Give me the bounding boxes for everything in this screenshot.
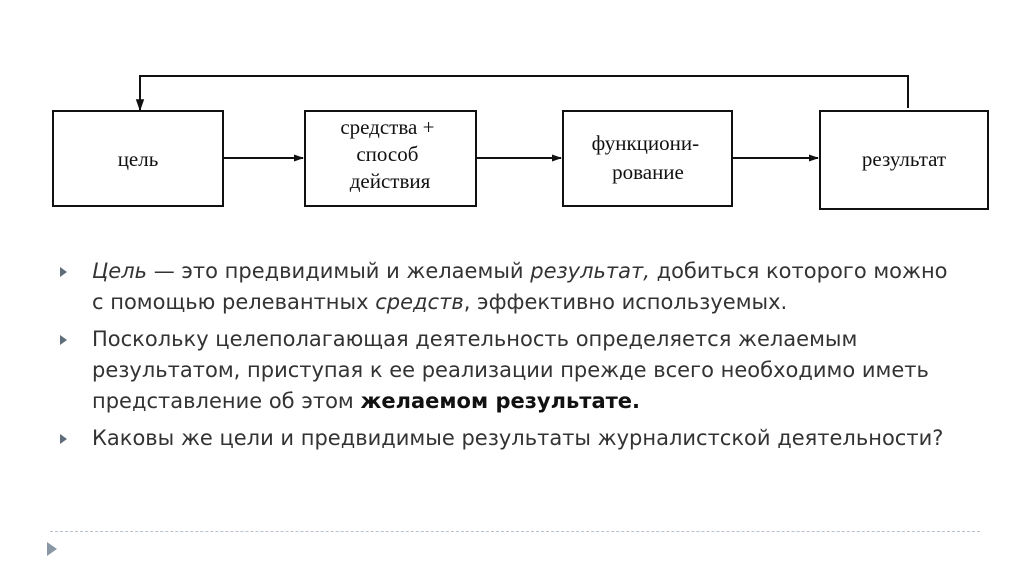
box-result-label: результат xyxy=(862,147,946,171)
bullet-item-goal-definition: Цель — это предвидимый и желаемый резуль… xyxy=(60,256,960,318)
triangle-right-icon xyxy=(47,542,57,556)
triangle-right-icon xyxy=(60,434,67,444)
triangle-right-icon xyxy=(60,335,67,345)
box-means: средства + способ действия xyxy=(304,110,477,207)
footer-divider xyxy=(50,531,980,532)
bullet-text: Каковы же цели и предвидимые результаты … xyxy=(92,426,944,450)
bullet-item-question: Каковы же цели и предвидимые результаты … xyxy=(60,423,960,454)
box-functioning-label: функциони- рование xyxy=(592,131,705,184)
box-goal-label: цель xyxy=(118,147,159,171)
triangle-right-icon xyxy=(60,267,67,277)
box-goal: цель xyxy=(52,110,224,207)
feedback-arrow xyxy=(135,75,909,112)
bullet-list: Цель — это предвидимый и желаемый резуль… xyxy=(60,256,960,460)
box-functioning: функциони- рование xyxy=(562,110,733,207)
box-result: результат xyxy=(819,110,989,210)
bullet-text: Цель — это предвидимый и желаемый резуль… xyxy=(92,259,948,314)
box-means-label: средства + способ действия xyxy=(340,115,439,193)
bullet-item-desired-result: Поскольку целеполагающая деятельность оп… xyxy=(60,324,960,417)
bullet-text: Поскольку целеполагающая деятельность оп… xyxy=(92,327,929,413)
flow-diagram: цель средства + способ действия функцион… xyxy=(52,75,989,210)
